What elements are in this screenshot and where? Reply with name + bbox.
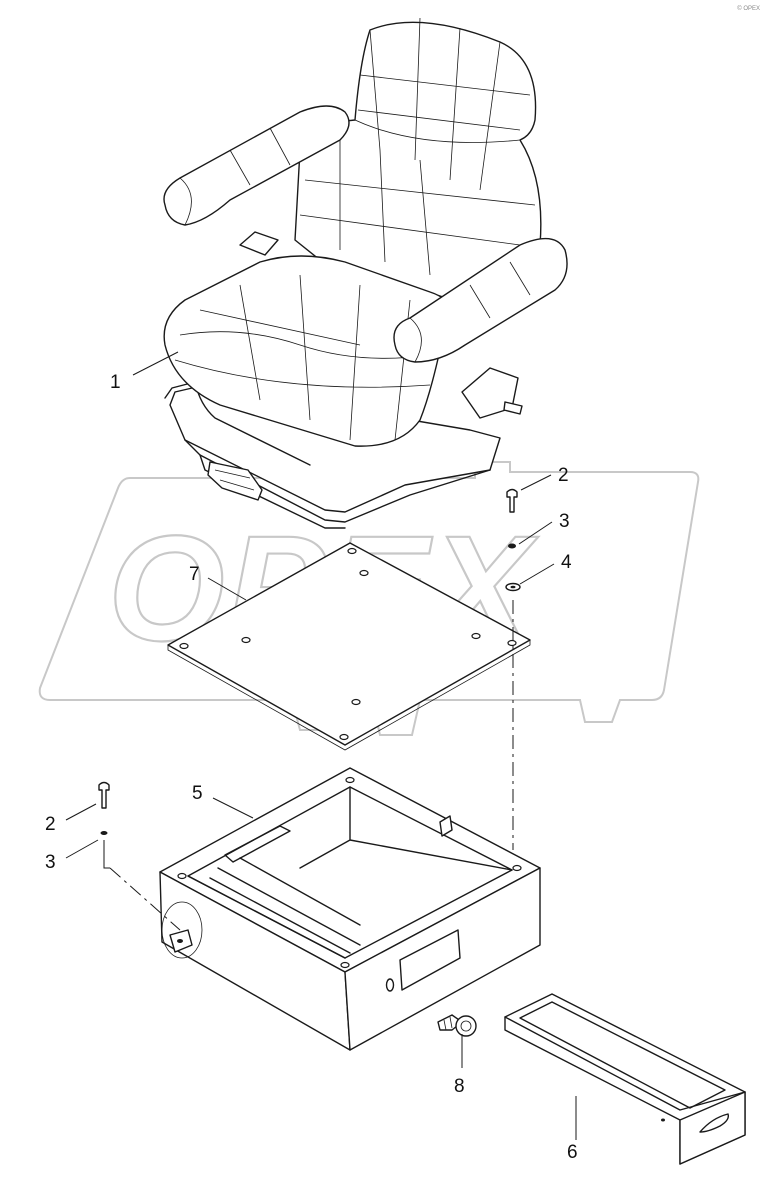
drawer-handle-slot (699, 1113, 730, 1133)
lock-washer-left (100, 831, 108, 835)
callout-part-3-top: 3 (559, 511, 570, 532)
bolt-left (98, 781, 110, 809)
storage-drawer (504, 993, 746, 1165)
callout-part-7: 7 (189, 564, 200, 585)
watermark-gear-outline (38, 461, 700, 736)
callout-part-2-left: 2 (45, 814, 56, 835)
callout-part-3-left: 3 (45, 852, 56, 873)
callouts: 1 2 3 4 7 5 2 3 8 6 (45, 372, 578, 1163)
corner-mark: © OPEX (737, 6, 760, 12)
mounting-plate (167, 542, 531, 751)
seat-box-drawer-slot (399, 929, 461, 991)
detail-circle (161, 901, 203, 959)
seat-armrest-right (393, 237, 568, 363)
callout-part-1: 1 (110, 372, 121, 393)
mounting-plate-holes (179, 547, 517, 741)
lock-washer-top (508, 543, 516, 549)
callout-part-4: 4 (561, 552, 572, 573)
seat-box (109, 767, 541, 1051)
leader-lines (65, 351, 577, 1140)
callout-part-5: 5 (192, 783, 203, 804)
callout-part-2-top: 2 (558, 465, 569, 486)
seat-assembly (163, 17, 568, 529)
top-fastener-set (505, 488, 521, 850)
callout-part-6: 6 (567, 1142, 578, 1163)
callout-part-8: 8 (454, 1076, 465, 1097)
bolt-top (506, 488, 518, 513)
left-fastener-set (98, 781, 110, 869)
lock-cylinder (437, 1014, 477, 1037)
seat-armrest-left (163, 105, 350, 226)
